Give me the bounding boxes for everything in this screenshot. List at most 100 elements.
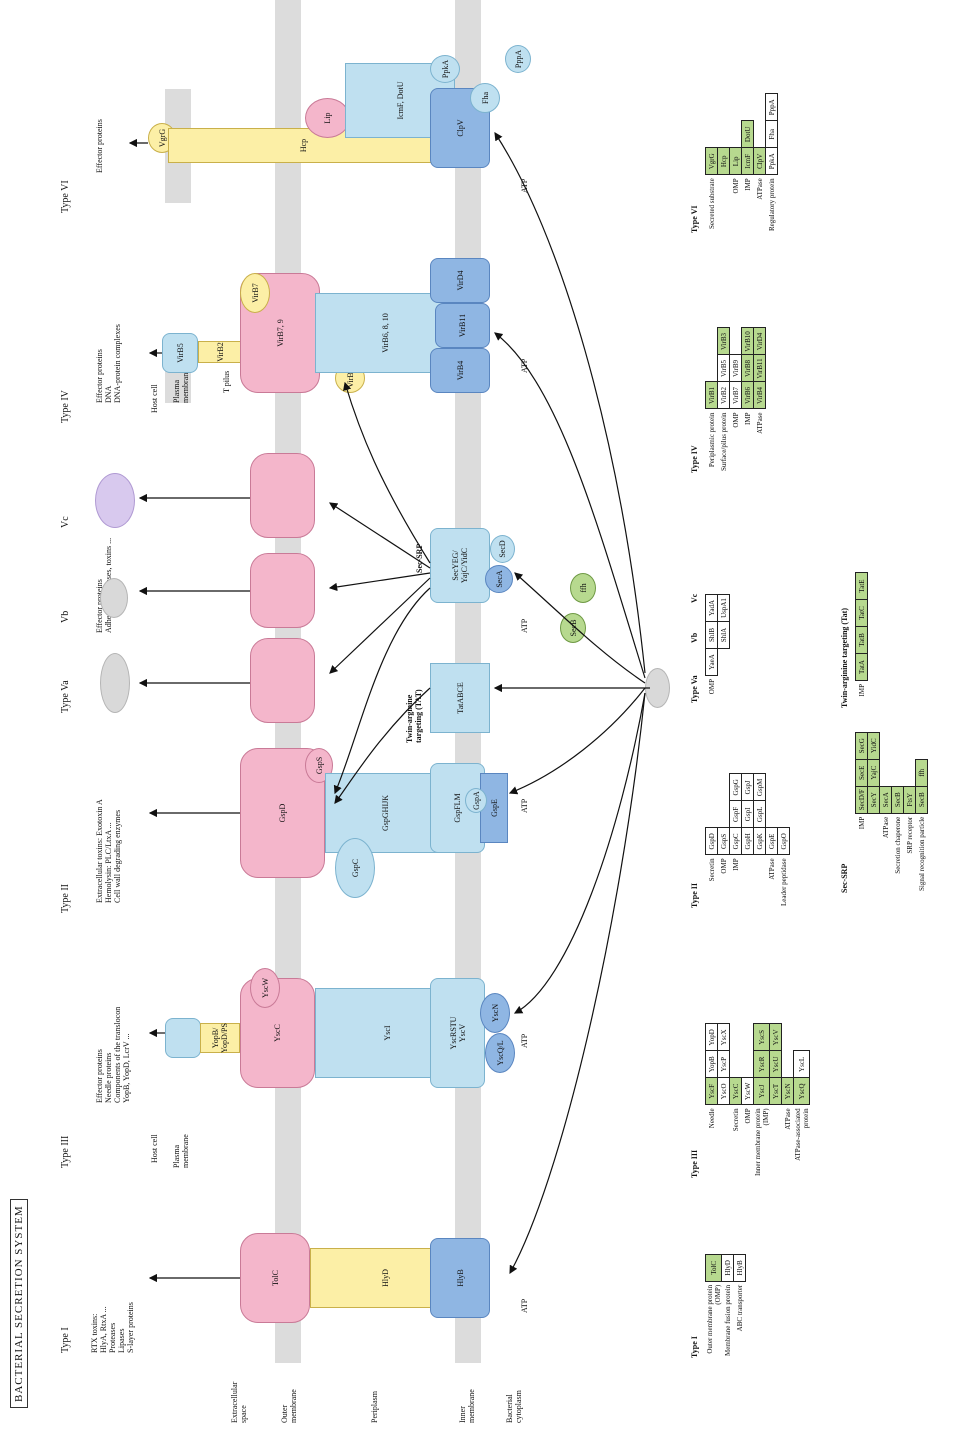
table-row-label: OMP: [730, 409, 742, 473]
table-cell: YscT: [770, 1078, 782, 1105]
table-cell: YajC: [868, 759, 880, 786]
table-cell: Hcp: [718, 148, 730, 175]
table-cell: YscL: [794, 1051, 810, 1078]
table-cell: VirB2: [718, 382, 730, 409]
table-row-label: OMP: [718, 855, 730, 908]
table-cell: YscF: [706, 1078, 718, 1105]
table-cell: HlyB: [734, 1254, 746, 1281]
table-row-label: SRP receptor: [904, 813, 916, 893]
table-cell: TatC: [856, 600, 868, 627]
table-cell: GspS: [718, 828, 730, 855]
table-cell: IcmF: [742, 148, 754, 175]
table-tat-title: Twin-arginine targeting (Tat): [840, 608, 849, 708]
table-cell: VirB1: [706, 382, 718, 409]
table-cell: YscN: [782, 1078, 794, 1105]
table-row-label: ABC transporter: [734, 1281, 746, 1358]
table-row-label: ATPase: [766, 855, 778, 908]
table-cell: TatA: [856, 654, 868, 681]
table-cell: YidC: [868, 732, 880, 759]
table-cell: VirB10: [742, 328, 754, 355]
table-row-label: Secretin: [730, 1105, 742, 1178]
table-cell: YscV: [770, 1024, 782, 1051]
table-cell: SecY: [868, 786, 880, 813]
table-cell: SecG: [856, 732, 868, 759]
table-row-label: ATPase: [880, 813, 892, 893]
table-row-label: IMP: [730, 855, 742, 908]
table-row-label: [718, 676, 730, 704]
table-cell: SecB: [916, 786, 928, 813]
table-cell: SecA: [880, 786, 892, 813]
arrow-sec-to-type4: [345, 383, 430, 563]
table-row-label: Regulatory protein: [766, 175, 778, 233]
table-row-label: [718, 1105, 730, 1178]
table-sec-title: Sec-SRP: [840, 864, 849, 893]
table-row-label: OMP: [730, 175, 742, 233]
table-cell: SecD/F: [856, 786, 868, 813]
table-cell: [718, 649, 730, 676]
table-row: Hcp: [718, 94, 730, 233]
table-cell: YscR: [754, 1051, 770, 1078]
table-cell: YscP: [718, 1051, 730, 1078]
table-cell: YscQ: [794, 1078, 810, 1105]
table-type6-title: Type VI: [690, 206, 699, 234]
table-row-label: IMP: [742, 409, 754, 473]
table-cell: PppA: [766, 94, 778, 121]
table-cell: GspC: [730, 828, 742, 855]
table-row-label: Periplasmic protein: [706, 409, 718, 473]
arrow-to-type2: [510, 688, 645, 793]
table-cell: VirB8: [742, 355, 754, 382]
table-cell: YscC: [730, 1078, 742, 1105]
table-cell: VirB11: [754, 355, 766, 382]
table-type5-title: Type Va: [690, 675, 699, 703]
table-row-label: Secreted substrate: [706, 175, 718, 233]
table-cell: DotU: [742, 121, 754, 148]
table-cell: VirB9: [730, 355, 742, 382]
table-cell: GspO: [778, 828, 790, 855]
table-cell: SecB: [892, 786, 904, 813]
table-type1-title: Type I: [690, 1336, 699, 1358]
table-cell: TolC: [706, 1254, 722, 1281]
table-row-label: OMP: [742, 1105, 754, 1178]
table-cell: UspA1: [718, 595, 730, 622]
table-row-label: Inner membrane protein (IMP): [754, 1105, 770, 1178]
table-row-label: [770, 1105, 782, 1178]
arrow-sec-to-type2: [335, 588, 430, 793]
arrow-to-type4: [495, 333, 645, 678]
table-type4-title: Type IV: [690, 445, 699, 473]
table-row-label: Outer membrane protein (OMP): [706, 1281, 722, 1358]
table-cell: ShlB: [706, 622, 718, 649]
table-row-label: ATPase: [754, 409, 766, 473]
table-cell: YopD: [706, 1024, 718, 1051]
table-row-label: Membrane fusion protein: [722, 1281, 734, 1358]
table-cell: GspH: [742, 828, 754, 855]
arrow-sec-to-type5b: [330, 573, 430, 588]
